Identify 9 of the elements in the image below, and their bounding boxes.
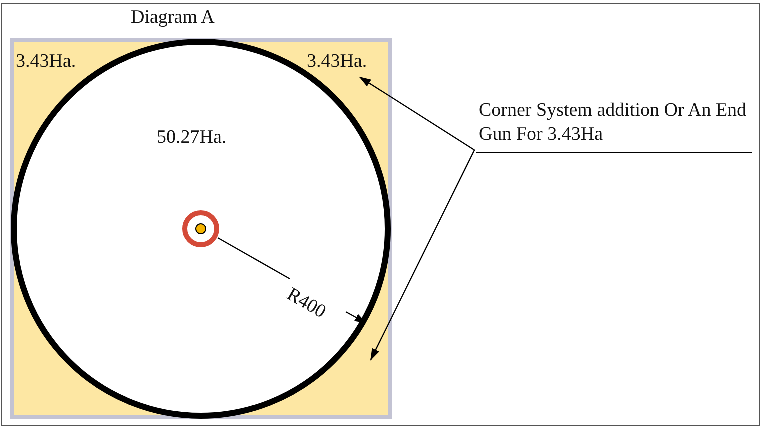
callout-text: Corner System addition Or An End Gun For 3.43Ha: [476, 97, 752, 153]
area-label: 3.43Ha.: [307, 51, 385, 73]
leader-line: [359, 76, 475, 151]
dimension-label: R400: [283, 284, 330, 324]
leader-line: [370, 150, 476, 361]
pivot-center: [181, 209, 221, 249]
area-label: 50.27Ha.: [157, 127, 227, 149]
diagram-title: Diagram A: [131, 7, 215, 29]
area-label: 3.43Ha.: [16, 51, 88, 73]
